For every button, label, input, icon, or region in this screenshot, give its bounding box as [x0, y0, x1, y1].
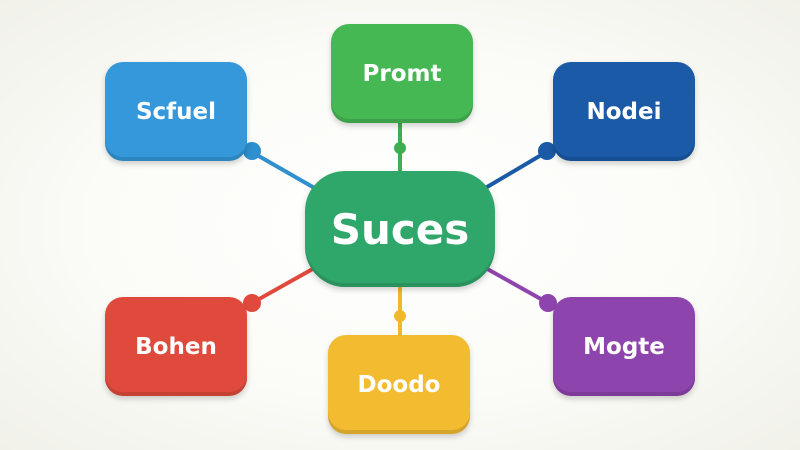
connector-dot-doodo — [394, 310, 406, 322]
node-nodei-label: Nodei — [586, 98, 662, 125]
node-scfuel-label: Scfuel — [135, 98, 217, 125]
node-center-label: Suces — [330, 204, 470, 254]
node-promt-label: Promt — [362, 60, 442, 87]
node-promt[interactable]: Promt — [331, 24, 473, 123]
connector-dot-nodei — [538, 142, 556, 160]
connector-scfuel — [249, 149, 319, 192]
connector-dot-mogte — [539, 294, 557, 312]
node-doodo[interactable]: Doodo — [328, 335, 470, 434]
connector-mogte — [481, 264, 549, 305]
node-center-suces[interactable]: Suces — [305, 171, 495, 287]
connector-dot-bohen — [243, 294, 261, 312]
connector-bohen — [251, 264, 319, 305]
node-mogte[interactable]: Mogte — [553, 297, 695, 396]
connector-dot-scfuel — [243, 142, 261, 160]
node-scfuel[interactable]: Scfuel — [105, 62, 247, 161]
node-bohen[interactable]: Bohen — [105, 297, 247, 396]
node-mogte-label: Mogte — [583, 333, 665, 360]
node-nodei[interactable]: Nodei — [553, 62, 695, 161]
node-doodo-label: Doodo — [357, 371, 441, 398]
node-bohen-label: Bohen — [135, 333, 217, 360]
connector-nodei — [480, 149, 550, 192]
connector-dot-promt — [394, 142, 406, 154]
